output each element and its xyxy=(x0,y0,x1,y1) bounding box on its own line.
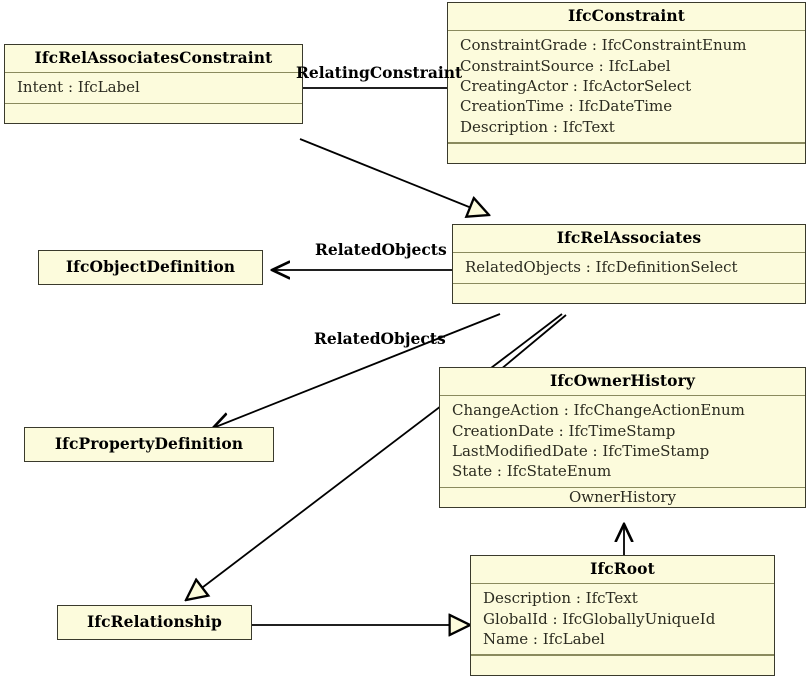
attribute-row: ConstraintGrade : IfcConstraintEnum xyxy=(460,36,747,55)
compartment-separator xyxy=(471,654,774,656)
compartment-separator xyxy=(453,251,805,254)
attribute-row: ChangeAction : IfcChangeActionEnum xyxy=(452,401,745,420)
compartment-separator xyxy=(453,282,805,285)
class-attributes: ConstraintGrade : IfcConstraintEnum Cons… xyxy=(448,31,805,142)
attribute-row: GlobalId : IfcGloballyUniqueId xyxy=(483,609,716,628)
attribute-row: CreationDate : IfcTimeStamp xyxy=(452,421,676,440)
attribute-row: LastModifiedDate : IfcTimeStamp xyxy=(452,442,710,461)
attribute-row: ConstraintSource : IfcLabel xyxy=(460,56,671,75)
attribute-row: CreationTime : IfcDateTime xyxy=(460,97,673,116)
attribute-row: Description : IfcText xyxy=(483,589,638,608)
class-ifc-rel-associates[interactable]: IfcRelAssociates RelatedObjects : IfcDef… xyxy=(452,224,806,305)
class-ifc-property-definition[interactable]: IfcPropertyDefinition xyxy=(24,427,274,462)
attribute-row: Name : IfcLabel xyxy=(483,630,605,649)
compartment-separator xyxy=(440,486,805,489)
compartment-separator xyxy=(440,394,805,397)
class-operations-compartment xyxy=(5,104,302,123)
class-title: IfcRelationship xyxy=(87,612,222,631)
class-title: IfcObjectDefinition xyxy=(65,257,236,276)
compartment-separator xyxy=(448,29,805,32)
class-ifc-rel-associates-constraint[interactable]: IfcRelAssociatesConstraint Intent : IfcL… xyxy=(4,44,303,125)
class-operations-compartment xyxy=(471,656,774,675)
attribute-row: CreatingActor : IfcActorSelect xyxy=(460,77,692,96)
edge-label-related-objects-bottom: RelatedObjects xyxy=(314,329,446,348)
attribute-row: Intent : IfcLabel xyxy=(17,78,140,97)
attribute-row: Description : IfcText xyxy=(460,117,615,136)
attribute-row: RelatedObjects : IfcDefinitionSelect xyxy=(465,258,738,277)
class-attributes: Intent : IfcLabel xyxy=(5,73,302,102)
edge-label-relating-constraint: RelatingConstraint xyxy=(296,63,463,82)
compartment-separator xyxy=(5,102,302,105)
class-ifc-object-definition[interactable]: IfcObjectDefinition xyxy=(38,250,263,285)
compartment-separator xyxy=(448,142,805,144)
class-footer-role-label: OwnerHistory xyxy=(568,488,677,507)
class-title: IfcRelAssociates xyxy=(556,228,702,247)
attribute-row: State : IfcStateEnum xyxy=(452,462,612,481)
class-attributes: RelatedObjects : IfcDefinitionSelect xyxy=(453,253,805,282)
class-ifc-owner-history[interactable]: IfcOwnerHistory ChangeAction : IfcChange… xyxy=(439,367,806,509)
compartment-separator xyxy=(471,582,774,585)
class-attributes: ChangeAction : IfcChangeActionEnum Creat… xyxy=(440,396,805,487)
class-title: IfcOwnerHistory xyxy=(550,371,695,390)
class-ifc-relationship[interactable]: IfcRelationship xyxy=(57,605,252,640)
compartment-separator xyxy=(5,71,302,74)
edge-label-related-objects-top: RelatedObjects xyxy=(315,240,447,259)
class-ifc-constraint[interactable]: IfcConstraint ConstraintGrade : IfcConst… xyxy=(447,2,806,164)
class-title: IfcPropertyDefinition xyxy=(54,434,244,453)
class-operations-compartment xyxy=(453,284,805,303)
class-ifc-root[interactable]: IfcRoot Description : IfcText GlobalId :… xyxy=(470,555,775,676)
class-title: IfcConstraint xyxy=(567,6,685,25)
class-operations-compartment xyxy=(448,144,805,163)
class-attributes: Description : IfcText GlobalId : IfcGlob… xyxy=(471,584,774,654)
class-title: IfcRoot xyxy=(590,559,655,578)
class-title: IfcRelAssociatesConstraint xyxy=(34,48,273,67)
edge-ownerhistory-relassociates xyxy=(499,314,567,371)
